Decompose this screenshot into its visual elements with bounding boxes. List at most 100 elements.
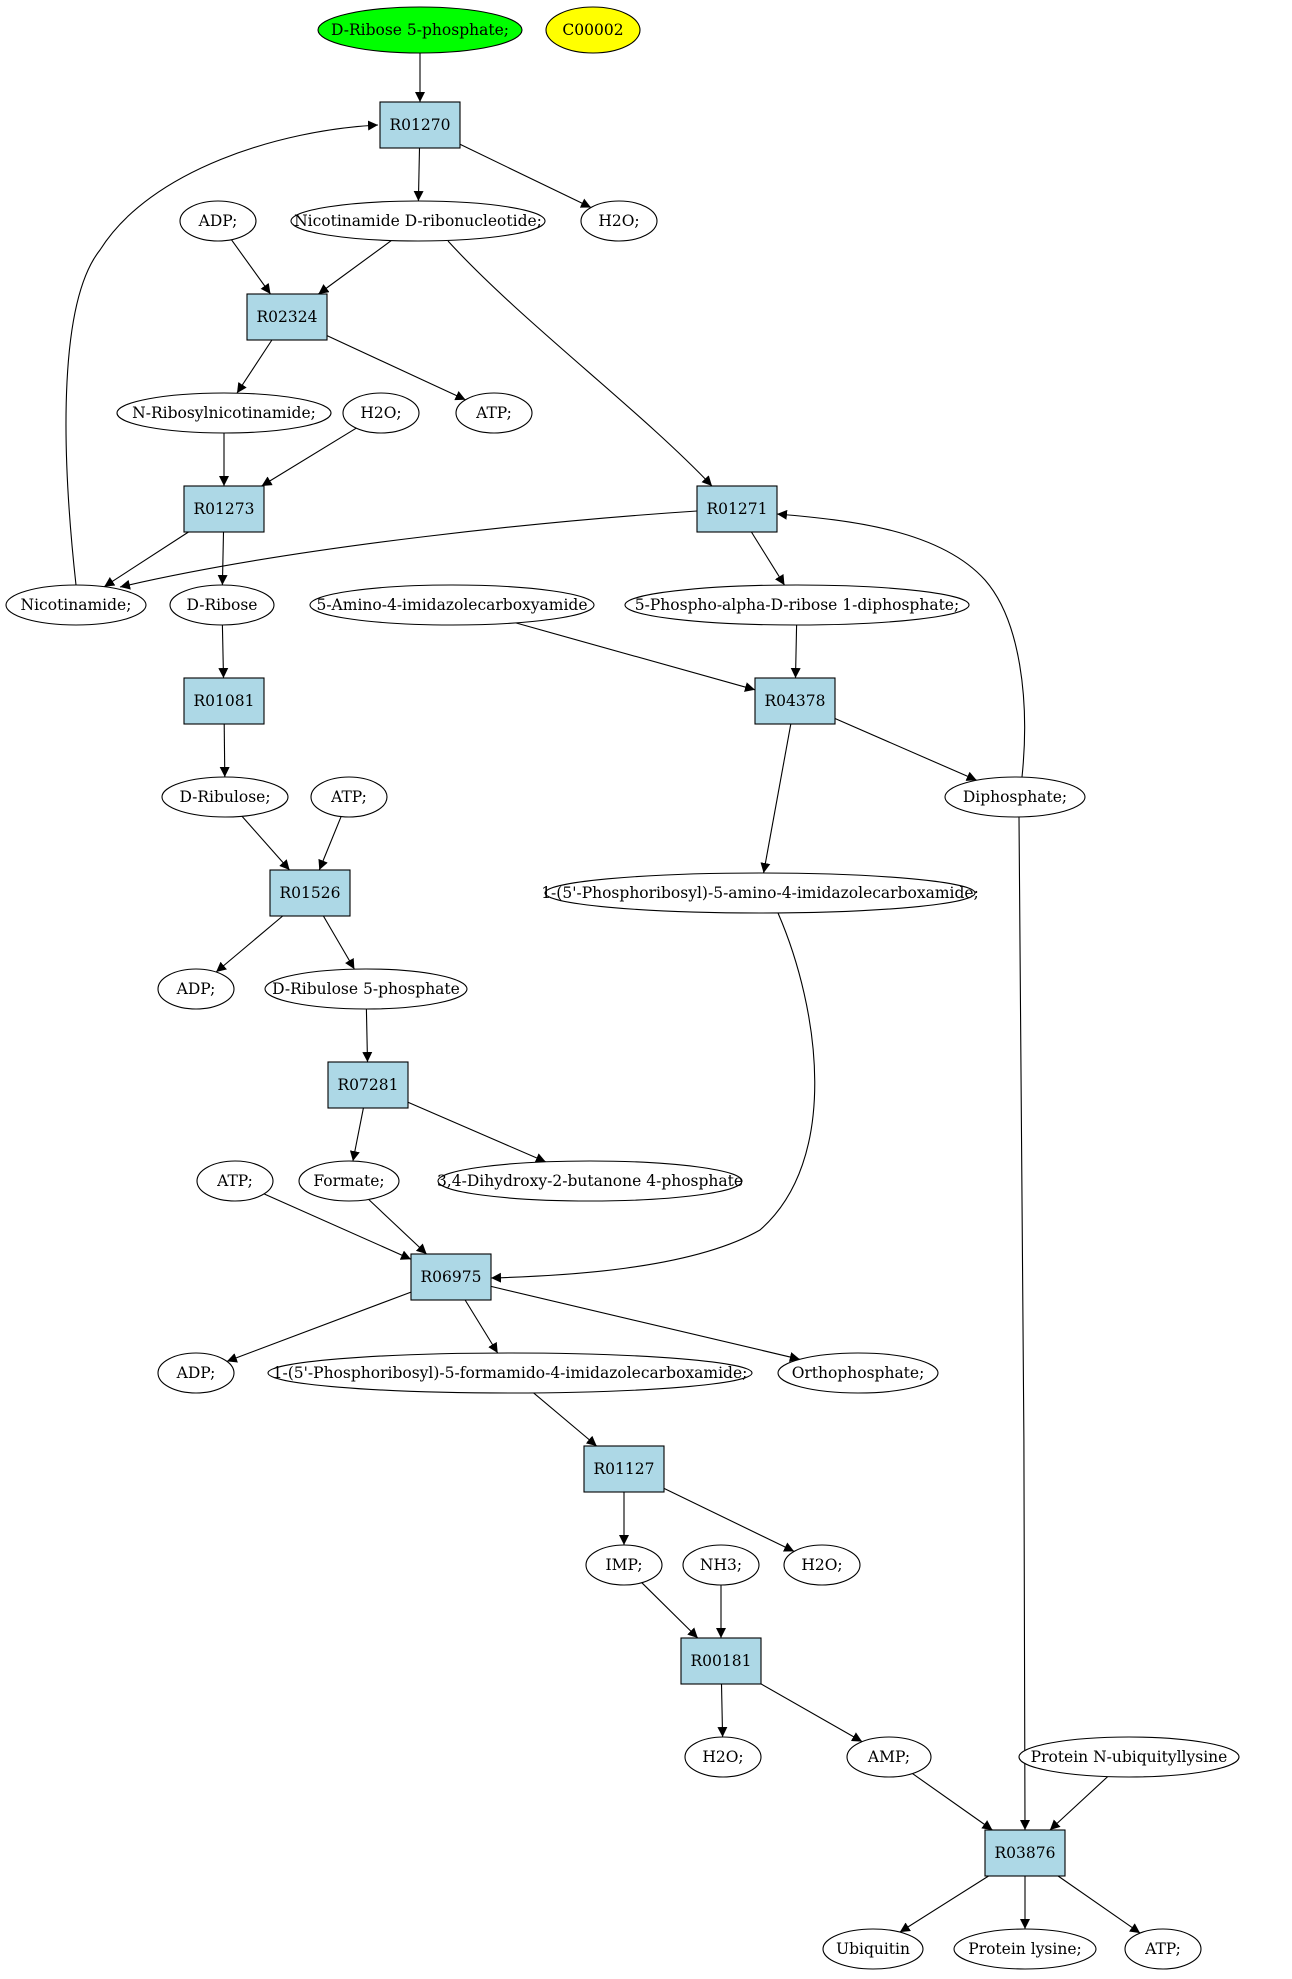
node-label-r06975: R06975 xyxy=(421,1268,482,1286)
edge-nicotinamide-to-r01270 xyxy=(65,120,379,586)
compound-node-atp-1: ATP; xyxy=(455,392,533,434)
reaction-node-r06975: R06975 xyxy=(410,1253,492,1301)
edge-r00181-to-amp xyxy=(760,1683,863,1743)
compound-ellipse-d-ribose-5p xyxy=(317,6,523,54)
reaction-node-r01127: R01127 xyxy=(583,1445,665,1493)
compound-node-orthophosphate: Orthophosphate; xyxy=(777,1352,939,1394)
compound-ellipse-h2o-4 xyxy=(684,1736,762,1778)
node-label-h2o-4: H2O; xyxy=(702,1748,743,1766)
compound-ellipse-nh3 xyxy=(682,1544,760,1586)
edge-faicar-to-r01127 xyxy=(533,1392,598,1447)
compound-node-protein-lysine: Protein lysine; xyxy=(953,1928,1097,1970)
edge-r01526-to-adp-2 xyxy=(215,915,284,973)
compound-node-h2o-3: H2O; xyxy=(783,1544,861,1586)
node-label-r01127: R01127 xyxy=(594,1460,655,1478)
edge-d-ribose-to-r01081 xyxy=(218,624,229,679)
compound-node-diphosphate: Diphosphate; xyxy=(944,776,1086,818)
compound-node-adp-2: ADP; xyxy=(157,968,235,1010)
edge-r01271-to-nicotinamide xyxy=(119,510,698,590)
compound-ellipse-h2o-1 xyxy=(580,200,658,242)
reaction-box-r00181 xyxy=(680,1637,762,1685)
compound-node-h2o-2: H2O; xyxy=(342,392,420,434)
compound-node-d-ribulose-5p: D-Ribulose 5-phosphate xyxy=(264,968,468,1010)
edge-imp-to-r00181 xyxy=(641,1582,699,1639)
compound-node-n-ribosyl: N-Ribosylnicotinamide; xyxy=(116,392,332,434)
node-label-adp-1: ADP; xyxy=(198,212,238,230)
edge-r06975-to-adp-3 xyxy=(226,1291,412,1363)
node-label-orthophosphate: Orthophosphate; xyxy=(792,1364,925,1382)
reaction-node-r01271: R01271 xyxy=(696,485,778,533)
node-label-diphosphate: Diphosphate; xyxy=(963,788,1067,806)
node-label-h2o-3: H2O; xyxy=(801,1556,842,1574)
edge-h2o-2-to-r01273 xyxy=(261,427,357,487)
reaction-node-r01526: R01526 xyxy=(269,869,351,917)
edge-r07281-to-formate xyxy=(349,1107,364,1162)
edge-r01273-to-nicotinamide xyxy=(103,531,189,588)
edge-r04378-to-diphosphate xyxy=(834,717,977,781)
reaction-box-r01273 xyxy=(183,485,265,533)
compound-node-d-ribulose: D-Ribulose; xyxy=(161,776,289,818)
reaction-node-r04378: R04378 xyxy=(754,677,836,725)
edge-atp-3-to-r06975 xyxy=(263,1193,412,1260)
node-label-formate: Formate; xyxy=(313,1172,384,1190)
node-label-d-ribose: D-Ribose xyxy=(187,596,258,614)
edge-r02324-to-atp-1 xyxy=(326,335,466,401)
reaction-node-r01081: R01081 xyxy=(183,677,265,725)
node-label-dhbp: 3,4-Dihydroxy-2-butanone 4-phosphate xyxy=(437,1172,743,1190)
edge-aicar-to-r06975 xyxy=(490,912,816,1283)
edge-diphosphate-to-r01271 xyxy=(776,509,1026,778)
compound-node-amp: AMP; xyxy=(846,1736,932,1778)
reaction-node-r01270: R01270 xyxy=(379,101,461,149)
compound-node-aica: 5-Amino-4-imidazolecarboxyamide xyxy=(309,584,595,626)
compound-node-ubiquitin: Ubiquitin xyxy=(822,1928,924,1970)
compound-ellipse-aica xyxy=(309,584,595,626)
node-label-nh3: NH3; xyxy=(700,1556,742,1574)
node-label-n-ribosyl: N-Ribosylnicotinamide; xyxy=(132,404,316,422)
compound-node-adp-3: ADP; xyxy=(157,1352,235,1394)
node-label-c00002: C00002 xyxy=(562,21,623,39)
node-label-ubiquitin: Ubiquitin xyxy=(836,1940,910,1958)
reaction-box-r02324 xyxy=(246,293,328,341)
node-label-r00181: R00181 xyxy=(691,1652,752,1670)
compound-ellipse-adp-3 xyxy=(157,1352,235,1394)
compound-ellipse-ubiquitin xyxy=(822,1928,924,1970)
node-label-atp-4: ATP; xyxy=(1144,1940,1181,1958)
compound-ellipse-faicar xyxy=(267,1352,753,1394)
compound-node-nh3: NH3; xyxy=(682,1544,760,1586)
compound-ellipse-amp xyxy=(846,1736,932,1778)
node-label-r01273: R01273 xyxy=(194,500,255,518)
compound-ellipse-aicar xyxy=(544,872,976,914)
node-label-atp-1: ATP; xyxy=(475,404,512,422)
edge-r01081-to-d-ribulose xyxy=(219,723,230,778)
node-label-amp: AMP; xyxy=(867,1748,910,1766)
edge-formate-to-r06975 xyxy=(368,1198,427,1255)
reaction-node-r07281: R07281 xyxy=(327,1061,409,1109)
node-label-r02324: R02324 xyxy=(257,308,318,326)
node-label-nicotinamide: Nicotinamide; xyxy=(21,596,132,614)
edge-r01270-to-nmn xyxy=(413,147,424,202)
compound-node-faicar: 1-(5'-Phosphoribosyl)-5-formamido-4-imid… xyxy=(267,1352,753,1394)
edge-protein-ub-to-r03876 xyxy=(1049,1776,1109,1831)
edge-r01273-to-d-ribose xyxy=(217,531,228,586)
node-label-imp: IMP; xyxy=(605,1556,642,1574)
reaction-node-r03876: R03876 xyxy=(984,1829,1066,1877)
edge-r03876-to-ubiquitin xyxy=(899,1875,989,1933)
reaction-box-r04378 xyxy=(754,677,836,725)
compound-node-adp-1: ADP; xyxy=(179,200,257,242)
compound-node-prpp: 5-Phospho-alpha-D-ribose 1-diphosphate; xyxy=(624,584,970,626)
node-label-atp-3: ATP; xyxy=(216,1172,253,1190)
node-label-h2o-1: H2O; xyxy=(598,212,639,230)
compound-ellipse-h2o-3 xyxy=(783,1544,861,1586)
edge-diphosphate-to-r03876 xyxy=(1018,816,1030,1831)
edge-r07281-to-dhbp xyxy=(407,1101,547,1163)
node-label-r01271: R01271 xyxy=(707,500,768,518)
edge-r06975-to-orthophosphate xyxy=(490,1285,800,1362)
edge-adp-1-to-r02324 xyxy=(230,239,271,295)
node-label-r01270: R01270 xyxy=(390,116,451,134)
edge-prpp-to-r04378 xyxy=(790,624,801,679)
nodes-layer: D-Ribose 5-phosphate;C00002R01270Nicotin… xyxy=(5,6,1240,1970)
node-label-protein-ub: Protein N-ubiquityllysine xyxy=(1031,1748,1228,1766)
node-label-aica: 5-Amino-4-imidazolecarboxyamide xyxy=(316,596,587,614)
compound-node-atp-3: ATP; xyxy=(196,1160,274,1202)
